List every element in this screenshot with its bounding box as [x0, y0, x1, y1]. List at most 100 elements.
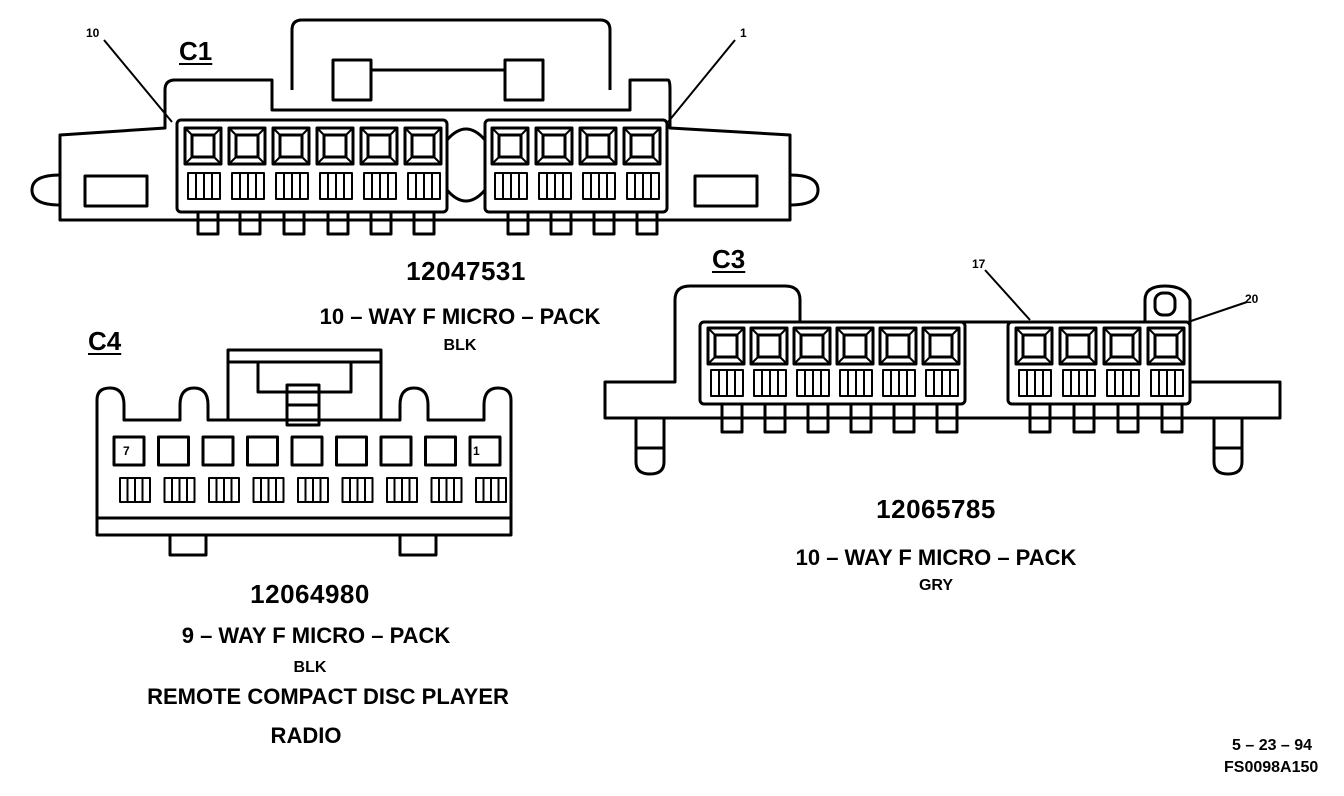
- cavity-edge: [1059, 327, 1068, 336]
- cavity: [468, 435, 502, 467]
- cavity-edge: [360, 156, 369, 165]
- cavity-edge: [345, 127, 354, 136]
- cavity-inner: [756, 333, 782, 359]
- connector-foot: [549, 210, 573, 236]
- connector-foot: [806, 402, 830, 434]
- c4-pin-first-label: 7: [123, 444, 130, 458]
- c4-color: BLK: [293, 659, 327, 676]
- cavity-inner: [1109, 333, 1135, 359]
- cavity-edge: [345, 156, 354, 165]
- cavity: [403, 126, 443, 166]
- cavity: [835, 326, 875, 366]
- c3-pin-first-label: 17: [972, 257, 986, 271]
- connector-foot: [196, 210, 220, 236]
- c4-component-sub: RADIO: [270, 723, 342, 748]
- c1-connector-drawing: [30, 18, 820, 236]
- cavity-edge: [301, 127, 310, 136]
- cavity-inner: [190, 133, 216, 159]
- connector-foot: [238, 210, 262, 236]
- cavity-inner: [799, 333, 825, 359]
- c4-pin-last-label: 1: [473, 444, 480, 458]
- cavity-edge: [316, 156, 325, 165]
- cavity-edge: [1132, 356, 1141, 365]
- cavity-edge: [535, 156, 544, 165]
- cavity: [201, 435, 235, 467]
- cavity-edge: [404, 127, 413, 136]
- footer-figure-id: FS0098A150: [1224, 759, 1319, 776]
- connector-foot: [506, 210, 530, 236]
- cavity-edge: [1044, 356, 1053, 365]
- cavity-inner: [322, 133, 348, 159]
- connector-foot: [1072, 402, 1096, 434]
- cavity-edge: [750, 327, 759, 336]
- connector-foot: [849, 402, 873, 434]
- cavity: [490, 126, 530, 166]
- cavity: [183, 126, 223, 166]
- cavity-edge: [1059, 356, 1068, 365]
- cavity-edge: [404, 156, 413, 165]
- c4-connector-drawing: [95, 348, 513, 557]
- connector-foot: [892, 402, 916, 434]
- cavity-inner: [842, 333, 868, 359]
- cavity-edge: [1088, 356, 1097, 365]
- c3-connector-id: C3: [712, 244, 746, 274]
- cavity: [335, 435, 368, 467]
- cavity: [227, 126, 267, 166]
- connector-foot: [635, 210, 659, 236]
- cavity: [271, 126, 311, 166]
- cavity: [1146, 326, 1186, 366]
- c1-pin-last-label: 1: [740, 26, 747, 40]
- cavity: [792, 326, 832, 366]
- cavity-edge: [652, 127, 661, 136]
- connector-foot: [720, 402, 744, 434]
- cavity-edge: [1132, 327, 1141, 336]
- cavity-edge: [389, 127, 398, 136]
- cavity-inner: [1153, 333, 1179, 359]
- cavity-edge: [184, 127, 193, 136]
- connector-foot: [326, 210, 350, 236]
- c4-part-number: 12064980: [250, 579, 370, 609]
- cavity-edge: [1147, 327, 1156, 336]
- cavity: [749, 326, 789, 366]
- c4-component: REMOTE COMPACT DISC PLAYER: [147, 684, 509, 709]
- cavity-edge: [272, 127, 281, 136]
- cavity-edge: [564, 127, 573, 136]
- cavity-edge: [564, 156, 573, 165]
- cavity-edge: [228, 156, 237, 165]
- cavity-edge: [272, 156, 281, 165]
- cavity-edge: [257, 127, 266, 136]
- cavity-edge: [213, 127, 222, 136]
- cavity-edge: [922, 327, 931, 336]
- cavity-edge: [623, 156, 632, 165]
- cavity-edge: [389, 156, 398, 165]
- cavity: [359, 126, 399, 166]
- cavity-inner: [541, 133, 567, 159]
- cavity-edge: [779, 356, 788, 365]
- cavity-edge: [316, 127, 325, 136]
- cavity: [706, 326, 746, 366]
- cavity-edge: [520, 127, 529, 136]
- cavity-edge: [793, 356, 802, 365]
- cavity-inner: [885, 333, 911, 359]
- cavity: [379, 435, 413, 467]
- cavity-edge: [908, 327, 917, 336]
- cavity: [290, 435, 324, 467]
- cavity-edge: [433, 156, 442, 165]
- cavity-edge: [793, 327, 802, 336]
- cavity-edge: [228, 127, 237, 136]
- cavity-edge: [257, 156, 266, 165]
- c1-pin-first-label: 10: [86, 26, 100, 40]
- c4-connector-id: C4: [88, 326, 122, 356]
- cavity-edge: [1103, 356, 1112, 365]
- cavity-edge: [879, 356, 888, 365]
- cavity-edge: [579, 156, 588, 165]
- c3-connector-drawing: [603, 269, 1282, 476]
- cavity: [921, 326, 961, 366]
- cavity-edge: [879, 327, 888, 336]
- cavity-edge: [491, 127, 500, 136]
- connector-foot: [935, 402, 959, 434]
- cavity: [424, 435, 457, 467]
- cavity-edge: [1015, 327, 1024, 336]
- connector-foot: [1116, 402, 1140, 434]
- cavity-edge: [301, 156, 310, 165]
